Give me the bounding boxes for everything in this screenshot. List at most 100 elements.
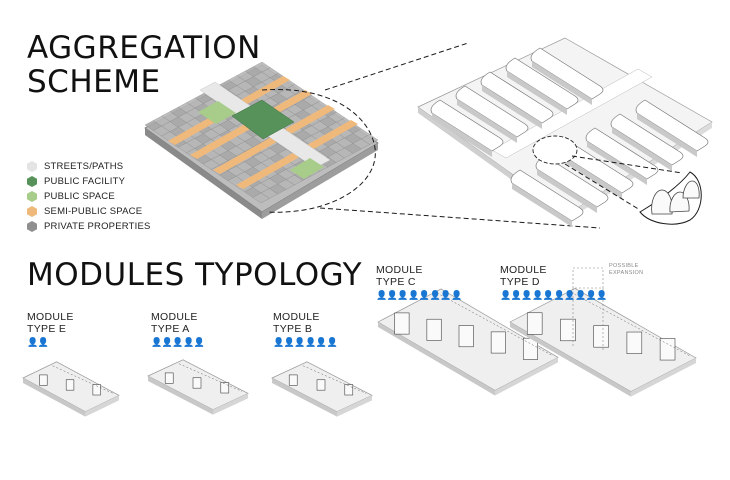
expansion-note: POSSIBLE EXPANSION	[609, 263, 643, 277]
legend-item: PUBLIC FACILITY	[27, 174, 151, 189]
module-room	[394, 312, 410, 335]
roof-side	[532, 61, 592, 105]
public-space	[198, 101, 236, 124]
vaulted-roof	[530, 47, 604, 100]
module-label-line2: TYPE B	[273, 323, 313, 335]
module-label-line2: TYPE E	[27, 323, 67, 335]
roof-side	[512, 183, 572, 227]
zoom-line	[319, 207, 601, 229]
module-label-line2: TYPE D	[500, 276, 540, 288]
module-label-line1: MODULE	[151, 311, 198, 323]
module-room	[192, 377, 202, 389]
module-room	[288, 374, 298, 386]
module-room	[164, 372, 174, 384]
module-platform-side	[378, 322, 495, 396]
module-platform-side	[85, 395, 119, 417]
module-label-line1: MODULE	[27, 311, 74, 323]
module-room	[220, 382, 230, 394]
aggregation-title-line2: SCHEME	[27, 64, 161, 100]
roof-side	[562, 155, 622, 199]
vaulted-roof	[480, 71, 554, 124]
module-platform-side	[213, 393, 248, 415]
module-room	[92, 384, 101, 396]
vaulted-roof	[610, 113, 684, 166]
legend-item: STREETS/PATHS	[27, 159, 151, 174]
vaulted-roof	[510, 169, 584, 222]
roof-side	[587, 141, 647, 185]
aggregation-title-line1: AGGREGATION	[27, 30, 261, 66]
vaulted-roof	[430, 99, 504, 152]
legend-swatch-icon	[27, 161, 37, 172]
legend-label: PUBLIC SPACE	[44, 191, 115, 202]
legend-swatch-icon	[27, 206, 37, 217]
pod-shelter	[682, 180, 700, 199]
occupancy-icons: 👤👤👤👤👤	[151, 337, 205, 347]
expansion-note-line1: POSSIBLE	[609, 263, 639, 269]
module-room	[560, 318, 576, 342]
module-room	[344, 384, 354, 396]
module-outline	[52, 365, 114, 394]
module-room	[39, 374, 48, 386]
roof-side	[457, 99, 517, 143]
module-room	[426, 318, 442, 341]
aggregation-title: AGGREGATION SCHEME	[27, 31, 261, 99]
module-room	[490, 331, 506, 354]
public-space	[290, 158, 324, 179]
block-side-left	[145, 128, 262, 219]
legend-item: PRIVATE PROPERTIES	[27, 219, 151, 234]
module-room	[65, 379, 75, 391]
zoom-line	[571, 155, 683, 174]
vaulted-roof	[635, 99, 709, 152]
module-drawing	[271, 361, 373, 417]
module-platform-side	[337, 395, 372, 417]
module-label-line1: MODULE	[500, 264, 547, 276]
legend-item: SEMI-PUBLIC SPACE	[27, 204, 151, 219]
module-drawing	[147, 359, 249, 415]
module-outline	[436, 292, 553, 356]
occupancy-icons: 👤👤👤👤👤👤👤👤	[376, 290, 462, 300]
module-room	[316, 379, 326, 391]
module-platform-side	[630, 358, 696, 397]
vaulted-roof	[505, 57, 579, 110]
occupancy-icons: 👤👤	[27, 337, 49, 347]
legend-label: PRIVATE PROPERTIES	[44, 221, 151, 232]
module-room	[659, 338, 676, 361]
legend-label: PUBLIC FACILITY	[44, 176, 126, 187]
roof-side	[637, 113, 697, 157]
legend-swatch-icon	[27, 221, 37, 232]
roof-side	[612, 127, 672, 171]
modules-title: MODULES TYPOLOGY	[27, 257, 363, 293]
module-room	[458, 325, 474, 348]
roof-side	[432, 113, 492, 157]
pod-callout	[639, 171, 702, 225]
legend: STREETS/PATHS PUBLIC FACILITY PUBLIC SPACE…	[27, 159, 151, 234]
module-label-line2: TYPE A	[151, 323, 190, 335]
module-label-line2: TYPE C	[376, 276, 416, 288]
legend-swatch-icon	[27, 191, 37, 202]
module-drawing	[377, 288, 559, 396]
roof-side	[482, 85, 542, 129]
zoom-line	[324, 42, 469, 91]
module-label-line1: MODULE	[273, 311, 320, 323]
module-platform-side	[23, 378, 86, 417]
module-outline	[302, 365, 367, 394]
module-platform-side	[495, 357, 558, 396]
module-room	[593, 325, 609, 348]
detail-plaza	[532, 135, 578, 165]
legend-swatch-icon	[27, 176, 37, 187]
aggregation-block	[144, 61, 379, 219]
roof-side	[507, 71, 567, 115]
expansion-box	[572, 267, 604, 352]
roof-side	[537, 169, 597, 213]
roof-units	[430, 47, 709, 227]
module-platform-side	[272, 378, 337, 417]
public-facility	[231, 99, 295, 140]
occupancy-icons: 👤👤👤👤👤👤	[273, 337, 338, 347]
zoom-line	[564, 163, 641, 211]
module-drawing	[22, 361, 120, 417]
module-platform-side	[510, 322, 631, 397]
